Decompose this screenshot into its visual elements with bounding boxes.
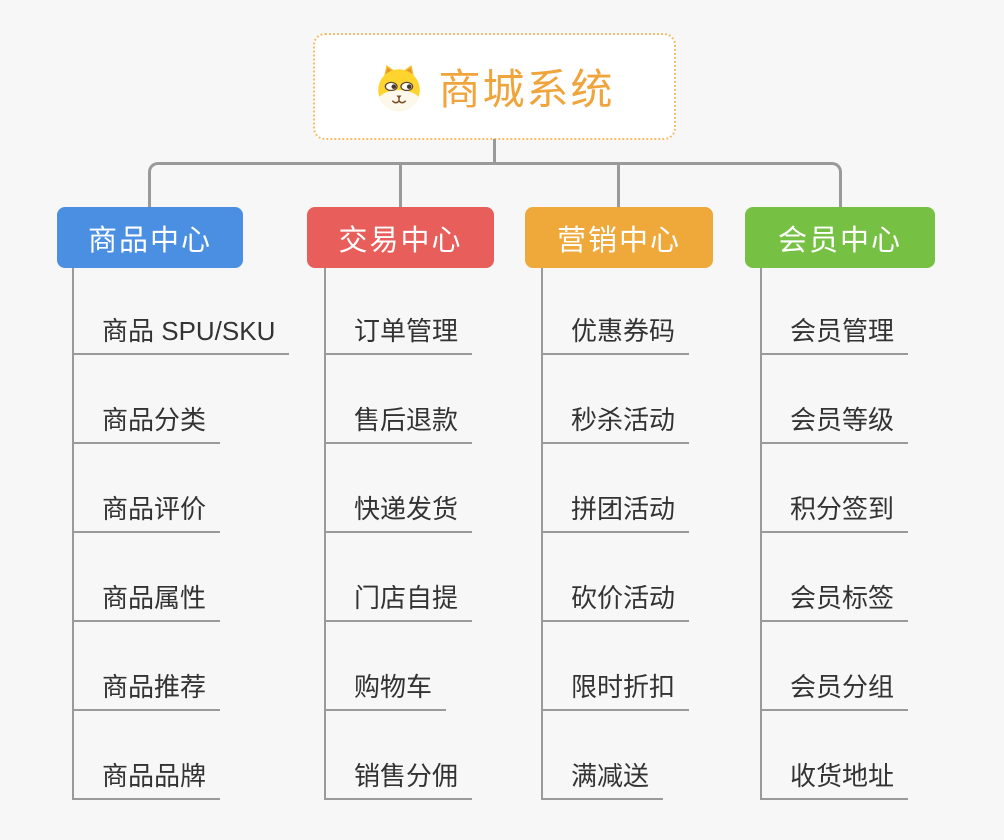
child-node[interactable]: 购物车 — [324, 665, 447, 711]
connector-root-stub — [493, 139, 496, 164]
branch-children-marketing-center: 优惠券码 秒杀活动 拼团活动 砍价活动 限时折扣 满减送 — [541, 268, 690, 801]
child-node[interactable]: 会员管理 — [760, 309, 909, 355]
child-node[interactable]: 满减送 — [541, 754, 664, 800]
branch-children-product-center: 商品 SPU/SKU 商品分类 商品评价 商品属性 商品推荐 商品品牌 — [72, 268, 290, 801]
child-node[interactable]: 商品品牌 — [72, 754, 221, 800]
child-node[interactable]: 快递发货 — [324, 487, 473, 533]
child-node[interactable]: 积分签到 — [760, 487, 909, 533]
child-node[interactable]: 优惠券码 — [541, 309, 690, 355]
child-node[interactable]: 会员分组 — [760, 665, 909, 711]
child-node[interactable]: 限时折扣 — [541, 665, 690, 711]
child-node[interactable]: 商品分类 — [72, 398, 221, 444]
child-node[interactable]: 砍价活动 — [541, 576, 690, 622]
child-node[interactable]: 会员标签 — [760, 576, 909, 622]
branch-node-product-center[interactable]: 商品中心 — [57, 207, 243, 268]
connector-drop-marketing — [617, 163, 620, 207]
child-node[interactable]: 会员等级 — [760, 398, 909, 444]
root-node-mall-system[interactable]: 商城系统 — [313, 33, 676, 140]
root-node-title: 商城系统 — [438, 66, 615, 113]
child-node[interactable]: 订单管理 — [324, 309, 473, 355]
child-node[interactable]: 商品推荐 — [72, 665, 221, 711]
child-node[interactable]: 秒杀活动 — [541, 398, 690, 444]
branch-node-trade-center[interactable]: 交易中心 — [307, 207, 494, 268]
child-node[interactable]: 商品评价 — [72, 487, 221, 533]
branch-node-member-center[interactable]: 会员中心 — [745, 207, 935, 268]
child-node[interactable]: 售后退款 — [324, 398, 473, 444]
branch-node-marketing-center[interactable]: 营销中心 — [525, 207, 713, 268]
child-node[interactable]: 商品 SPU/SKU — [72, 309, 290, 355]
branch-children-trade-center: 订单管理 售后退款 快递发货 门店自提 购物车 销售分佣 — [324, 268, 473, 801]
child-node[interactable]: 收货地址 — [760, 754, 909, 800]
branch-children-member-center: 会员管理 会员等级 积分签到 会员标签 会员分组 收货地址 — [760, 268, 909, 801]
child-node[interactable]: 拼团活动 — [541, 487, 690, 533]
connector-bus — [148, 162, 842, 208]
child-node[interactable]: 商品属性 — [72, 576, 221, 622]
child-node[interactable]: 门店自提 — [324, 576, 473, 622]
connector-drop-trade — [399, 163, 402, 207]
dog-face-icon — [378, 64, 421, 111]
child-node[interactable]: 销售分佣 — [324, 754, 473, 800]
